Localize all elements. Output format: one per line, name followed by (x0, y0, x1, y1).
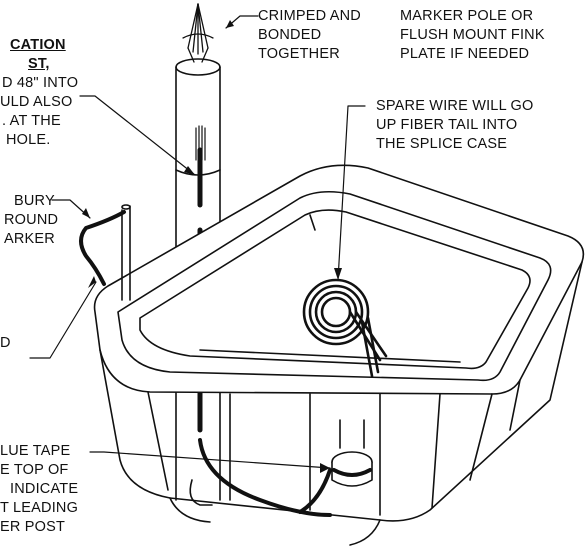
label-blue-tape-line3: INDICATE (10, 481, 79, 497)
label-crimped-line2: BONDED (258, 27, 322, 43)
label-location-post: CATION ST, D 48" INTO ULD ALSO . AT THE … (0, 36, 78, 150)
label-location-post-line5: . AT THE (2, 113, 61, 129)
label-bury: BURY ROUND ARKER (4, 192, 58, 249)
label-marker-pole-line1: MARKER POLE OR (400, 8, 534, 24)
label-location-post-line6: HOLE. (6, 132, 51, 148)
label-bury-line1: BURY (14, 193, 55, 209)
label-blue-tape-line2: E TOP OF (0, 462, 69, 478)
bottom-tracer-wire (198, 438, 332, 517)
leader-lines (29, 15, 366, 469)
label-crimped: CRIMPED AND BONDED TOGETHER (258, 7, 361, 64)
label-marker-pole-line3: PLATE IF NEEDED (400, 46, 530, 62)
crimped-wire-bundle (182, 3, 214, 63)
wire-strands-top (195, 125, 206, 161)
tracer-wire-to-post (79, 210, 126, 286)
label-spare-wire-line2: UP FIBER TAIL INTO (376, 117, 518, 133)
label-spare-wire-line3: THE SPLICE CASE (376, 136, 508, 152)
label-bury-line3: ARKER (4, 231, 55, 247)
label-blue-tape: LUE TAPE E TOP OF INDICATE T LEADING ER … (0, 442, 78, 537)
coiled-spare-wire (302, 278, 388, 378)
label-location-post-line4: ULD ALSO (0, 94, 73, 110)
label-blue-tape-line1: LUE TAPE (0, 443, 71, 459)
label-location-post-title2: ST, (28, 56, 50, 72)
blue-tape-band (331, 419, 373, 487)
label-blue-tape-line5: ER POST (0, 519, 66, 535)
label-marker-pole: MARKER POLE OR FLUSH MOUNT FINK PLATE IF… (400, 7, 545, 64)
label-spare-wire: SPARE WIRE WILL GO UP FIBER TAIL INTO TH… (376, 97, 534, 154)
label-spare-wire-line1: SPARE WIRE WILL GO (376, 98, 534, 114)
label-location-post-title1: CATION (10, 37, 66, 53)
label-partial-d: D (0, 335, 11, 351)
handhole-box (93, 164, 585, 546)
label-crimped-line3: TOGETHER (258, 46, 340, 62)
label-blue-tape-line4: T LEADING (0, 500, 79, 516)
small-marker-post (121, 204, 131, 301)
label-crimped-line1: CRIMPED AND (258, 8, 361, 24)
label-marker-pole-line2: FLUSH MOUNT FINK (400, 27, 545, 43)
label-location-post-line3: D 48" INTO (2, 75, 79, 91)
label-bury-line2: ROUND (4, 212, 59, 228)
arrowheads (82, 20, 342, 473)
